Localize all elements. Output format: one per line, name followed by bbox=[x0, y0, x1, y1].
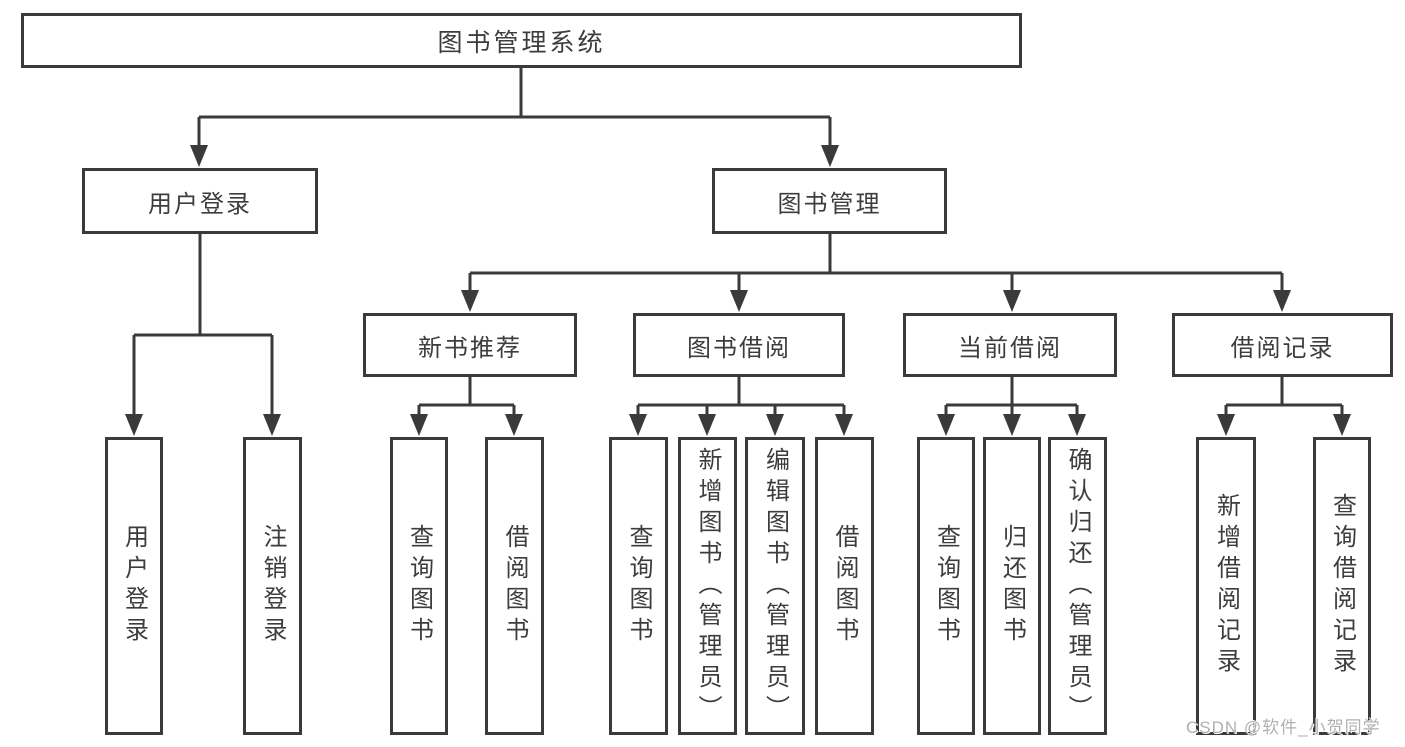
leaf-current-return-books: 归还图书 bbox=[983, 437, 1041, 735]
leaf-borrowing-borrow-books: 借阅图书 bbox=[815, 437, 874, 735]
leaf-user-login: 用户登录 bbox=[105, 437, 163, 735]
leaf-records-query-record: 查询借阅记录 bbox=[1313, 437, 1371, 735]
node-borrowing-records: 借阅记录 bbox=[1172, 313, 1393, 377]
leaf-recommend-query-books: 查询图书 bbox=[390, 437, 448, 735]
node-new-book-recommendation: 新书推荐 bbox=[363, 313, 577, 377]
node-user-login: 用户登录 bbox=[82, 168, 318, 234]
leaf-borrowing-edit-books-admin: 编辑图书（管理员） bbox=[745, 437, 805, 735]
node-library-management-system: 图书管理系统 bbox=[21, 13, 1022, 68]
leaf-records-add-record: 新增借阅记录 bbox=[1196, 437, 1256, 735]
leaf-borrowing-add-books-admin: 新增图书（管理员） bbox=[678, 437, 737, 735]
leaf-recommend-borrow-books: 借阅图书 bbox=[485, 437, 544, 735]
leaf-borrowing-query-books: 查询图书 bbox=[609, 437, 668, 735]
node-book-borrowing: 图书借阅 bbox=[633, 313, 845, 377]
leaf-current-confirm-return-admin: 确认归还（管理员） bbox=[1048, 437, 1107, 735]
csdn-watermark: CSDN @软件_小贺同学 bbox=[1186, 718, 1381, 737]
leaf-current-query-books: 查询图书 bbox=[917, 437, 975, 735]
node-current-borrowing: 当前借阅 bbox=[903, 313, 1117, 377]
node-book-management: 图书管理 bbox=[712, 168, 947, 234]
leaf-logout: 注销登录 bbox=[243, 437, 302, 735]
